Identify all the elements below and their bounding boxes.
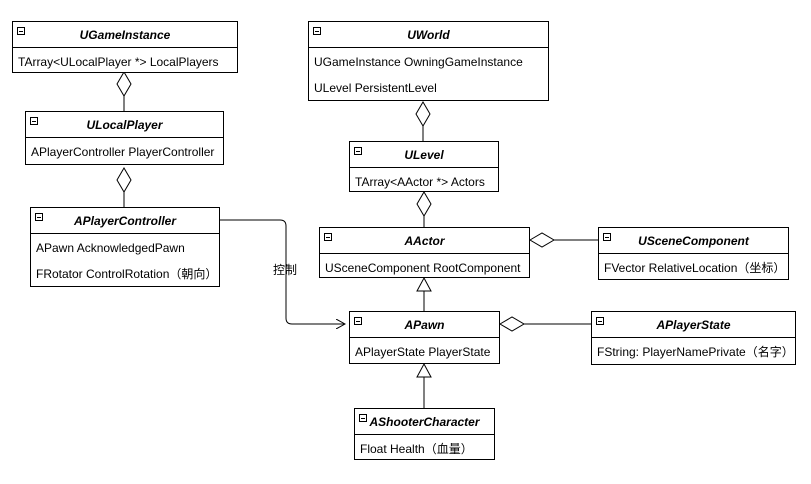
collapse-toggle-icon[interactable] xyxy=(603,233,611,241)
class-header: USceneComponent xyxy=(599,228,788,254)
class-ashootercharacter[interactable]: AShooterCharacter Float Health（血量） xyxy=(354,408,495,460)
class-header: AShooterCharacter xyxy=(355,409,494,435)
class-ulevel[interactable]: ULevel TArray<AActor *> Actors xyxy=(349,141,499,192)
class-attribute: TArray<ULocalPlayer *> LocalPlayers xyxy=(18,55,219,69)
class-name: ULocalPlayer xyxy=(86,117,163,132)
class-header: APlayerState xyxy=(592,312,795,338)
class-apawn[interactable]: APawn APlayerState PlayerState xyxy=(349,311,500,364)
collapse-toggle-icon[interactable] xyxy=(324,233,332,241)
class-header: APlayerController xyxy=(31,208,219,234)
inheritance-triangle-shooter-pawn xyxy=(416,362,432,378)
class-name: ULevel xyxy=(404,147,444,162)
class-ulocalplayer[interactable]: ULocalPlayer APlayerController PlayerCon… xyxy=(25,111,224,165)
collapse-toggle-icon[interactable] xyxy=(596,317,604,325)
class-name: AShooterCharacter xyxy=(369,414,480,429)
class-header: AActor xyxy=(320,228,529,254)
class-attribute: FVector RelativeLocation（坐标） xyxy=(604,261,786,275)
class-name: USceneComponent xyxy=(638,233,749,248)
class-attribute: ULevel PersistentLevel xyxy=(314,81,437,95)
class-name: APlayerState xyxy=(656,317,731,332)
control-arrow-controller-pawn xyxy=(219,219,345,324)
class-attribute: Float Health（血量） xyxy=(360,442,473,456)
class-ugameinstance[interactable]: UGameInstance TArray<ULocalPlayer *> Loc… xyxy=(12,21,238,73)
class-attribute: FString: PlayerNamePrivate（名字） xyxy=(597,345,794,359)
aggregation-diamond-world xyxy=(415,101,431,127)
class-name: APawn xyxy=(404,317,445,332)
collapse-toggle-icon[interactable] xyxy=(35,213,43,221)
class-name: APlayerController xyxy=(73,213,177,228)
class-attribute: APawn AcknowledgedPawn xyxy=(36,241,185,255)
class-header: ULocalPlayer xyxy=(26,112,223,138)
class-uscenecomponent[interactable]: USceneComponent FVector RelativeLocation… xyxy=(598,227,789,280)
aggregation-diamond-pawn xyxy=(499,316,525,332)
class-header: ULevel xyxy=(350,142,498,168)
class-attribute: TArray<AActor *> Actors xyxy=(355,175,485,189)
class-aactor[interactable]: AActor USceneComponent RootComponent xyxy=(319,227,530,278)
collapse-toggle-icon[interactable] xyxy=(313,27,321,35)
collapse-toggle-icon[interactable] xyxy=(17,27,25,35)
class-attribute: APlayerState PlayerState xyxy=(355,345,491,359)
class-attribute: APlayerController PlayerController xyxy=(31,145,215,159)
class-name: UGameInstance xyxy=(79,27,171,42)
class-header: UGameInstance xyxy=(13,22,237,48)
class-header: APawn xyxy=(350,312,499,338)
collapse-toggle-icon[interactable] xyxy=(354,147,362,155)
collapse-toggle-icon[interactable] xyxy=(354,317,362,325)
class-header: UWorld xyxy=(309,22,548,48)
inheritance-triangle-pawn-actor xyxy=(416,276,432,292)
class-aplayerstate[interactable]: APlayerState FString: PlayerNamePrivate（… xyxy=(591,311,796,365)
class-attribute: USceneComponent RootComponent xyxy=(325,261,521,275)
control-label: 控制 xyxy=(273,263,298,277)
aggregation-diamond-actor xyxy=(529,232,555,248)
class-name: UWorld xyxy=(407,27,450,42)
collapse-toggle-icon[interactable] xyxy=(30,117,38,125)
class-aplayercontroller[interactable]: APlayerController APawn AcknowledgedPawn… xyxy=(30,207,220,287)
class-attribute: FRotator ControlRotation（朝向） xyxy=(36,267,218,281)
class-attribute: UGameInstance OwningGameInstance xyxy=(314,55,523,69)
aggregation-diamond-localplayer xyxy=(116,167,132,193)
collapse-toggle-icon[interactable] xyxy=(359,414,367,422)
class-uworld[interactable]: UWorld UGameInstance OwningGameInstance … xyxy=(308,21,549,101)
class-name: AActor xyxy=(404,233,445,248)
